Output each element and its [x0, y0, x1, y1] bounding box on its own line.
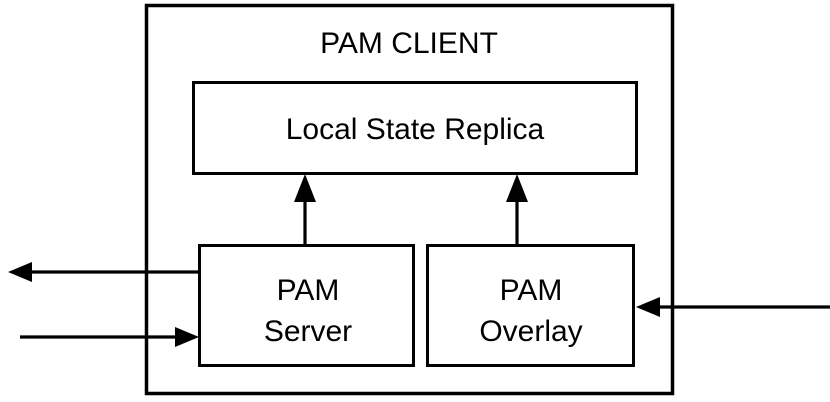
pam-server-label-line2: Server — [264, 315, 352, 348]
local-state-replica-label: Local State Replica — [286, 113, 545, 146]
pam-overlay-box[interactable] — [426, 244, 635, 367]
pam-server-label-line1: PAM — [277, 274, 340, 307]
pam-overlay-label-line2: Overlay — [479, 315, 582, 348]
pam-client-title-label: PAM CLIENT — [320, 27, 498, 60]
external-inbound-to-overlay-arrowhead — [636, 297, 660, 317]
pam-server-box[interactable] — [198, 244, 415, 367]
server-to-replica-arrowhead — [294, 174, 316, 202]
pam-overlay-label-line1: PAM — [500, 274, 563, 307]
external-inbound-to-server-arrowhead — [175, 327, 199, 347]
overlay-to-replica-arrowhead — [506, 174, 528, 202]
local-state-replica-box[interactable] — [192, 81, 638, 175]
server-outbound-left-arrowhead — [8, 262, 32, 282]
